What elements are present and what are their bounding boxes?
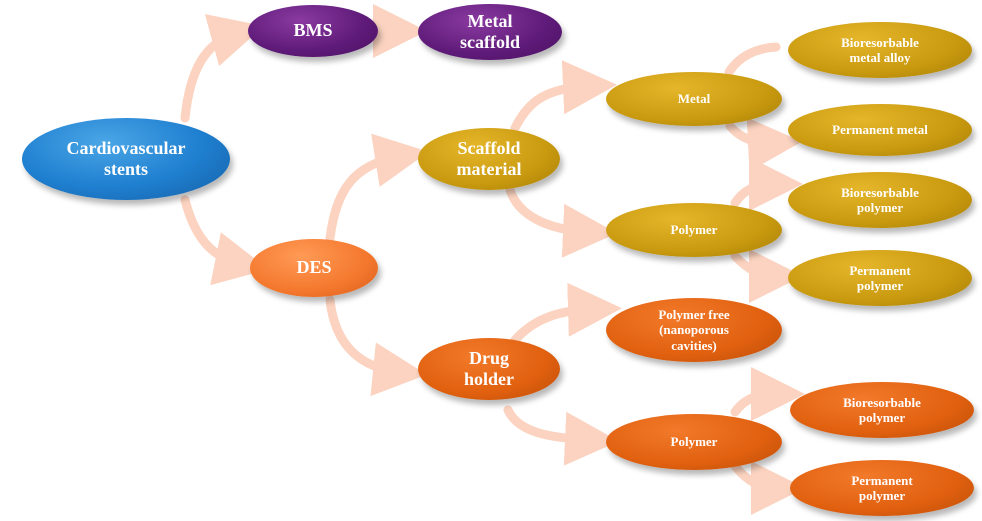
label-line: Scaffold (457, 137, 521, 158)
label-line: Metal (467, 10, 513, 31)
label-line: Cardiovascular (66, 137, 186, 158)
arrow-metal-to-permanent-metal (725, 117, 802, 172)
label-line: Permanent metal (832, 122, 928, 138)
label-line: polymer (858, 488, 906, 503)
arrow-polymer-to-permanent-polymer (730, 248, 803, 303)
label-line: (nanoporous (659, 322, 729, 338)
arrow-polymer-to-permanent-polymer-drug (730, 460, 805, 515)
arrow-root-to-bms (180, 14, 265, 123)
arrow-polymer-to-bioresorbable-polymer (730, 157, 803, 212)
label-line: DES (296, 257, 332, 278)
label-line: Bioresorbable (841, 34, 919, 50)
label-line: Drug (468, 347, 509, 368)
label-line: Polymer (670, 434, 718, 450)
label-line: Polymer (670, 222, 718, 238)
label-line: holder (463, 369, 514, 389)
node-permanent-metal: Permanent metal (788, 104, 972, 156)
label-line: polymer (856, 200, 904, 215)
node-des: DES (250, 239, 378, 297)
arrow-drug-holder-to-polymer-free (510, 282, 622, 345)
node-polymer-scaffold: Polymer (606, 203, 782, 257)
node-polymer-drug: Polymer (606, 414, 782, 470)
arrow-des-to-scaffold-material (325, 133, 429, 243)
label-line: polymer (858, 410, 906, 425)
label-line: scaffold (460, 32, 520, 52)
label-line: BMS (293, 20, 333, 41)
label-line: Metal (677, 91, 711, 107)
arrow-scaffold-to-polymer (505, 185, 617, 258)
label-line: Bioresorbable (841, 184, 919, 200)
arrow-des-to-drug-holder (325, 295, 427, 397)
label-line: Polymer free (658, 307, 730, 322)
label-line: Permanent (849, 262, 911, 278)
label-line: Permanent (851, 472, 913, 488)
label-line: metal alloy (849, 50, 911, 65)
label-line: polymer (856, 278, 904, 293)
arrow-drug-holder-to-polymer (503, 405, 619, 466)
label-line: material (456, 159, 522, 179)
arrow-polymer-to-bioresorbable-polymer-drug (730, 367, 805, 422)
label-line: stents (104, 159, 148, 179)
arrow-root-to-des (180, 195, 269, 286)
label-line: cavities) (671, 337, 717, 353)
arrow-metal-to-bioresorbable-metal-alloy (724, 42, 781, 77)
arrow-scaffold-to-metal (510, 60, 617, 133)
node-bms: BMS (248, 5, 378, 57)
label-line: Bioresorbable (843, 394, 921, 410)
node-metal: Metal (606, 72, 782, 126)
